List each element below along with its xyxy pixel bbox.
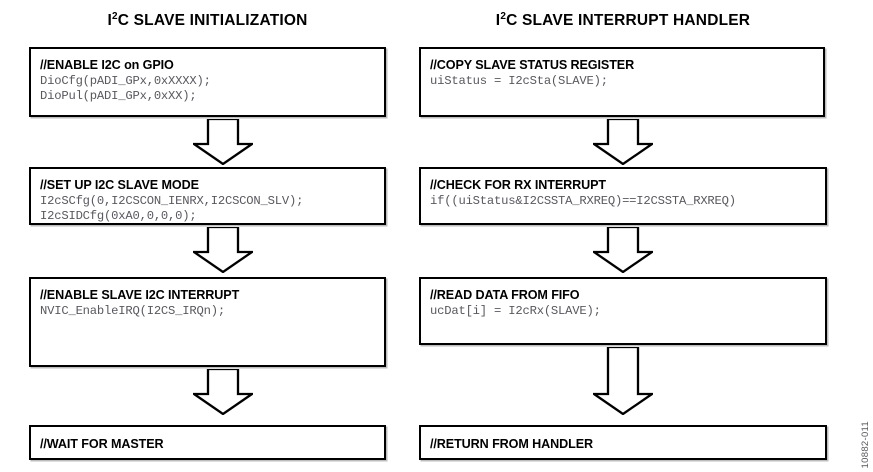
node-heading: //ENABLE SLAVE I2C INTERRUPT xyxy=(40,288,240,302)
node-code: if((uiStatus&I2CSSTA_RXREQ)==I2CSSTA_RXR… xyxy=(430,194,736,208)
node-heading: //SET UP I2C SLAVE MODE xyxy=(40,178,199,192)
node-enable-i2c-on-gpio: //ENABLE I2C on GPIO DioCfg(pADI_GPx,0xX… xyxy=(29,47,386,117)
arrow-down-left-2 xyxy=(193,227,253,273)
arrow-down-right-2 xyxy=(593,227,653,273)
node-code: uiStatus = I2cSta(SLAVE); xyxy=(430,74,608,88)
arrow-down-left-1 xyxy=(193,119,253,165)
node-heading: //COPY SLAVE STATUS REGISTER xyxy=(430,58,635,72)
arrow-down-right-1 xyxy=(593,119,653,165)
node-heading: //RETURN FROM HANDLER xyxy=(430,437,594,451)
node-check-for-rx-interrupt: //CHECK FOR RX INTERRUPT if((uiStatus&I2… xyxy=(419,167,827,225)
column-title-interrupt-handler: I2C SLAVE INTERRUPT HANDLER xyxy=(419,10,827,30)
node-code: ucDat[i] = I2cRx(SLAVE); xyxy=(430,304,601,318)
column-title-rest: C SLAVE INITIALIZATION xyxy=(117,12,308,29)
node-heading: //WAIT FOR MASTER xyxy=(40,437,164,451)
node-read-data-from-fifo: //READ DATA FROM FIFO ucDat[i] = I2cRx(S… xyxy=(419,277,827,345)
node-wait-for-master: //WAIT FOR MASTER xyxy=(29,425,386,460)
column-title-superscript: 2 xyxy=(111,10,118,22)
node-heading: //ENABLE I2C on GPIO xyxy=(40,58,174,72)
node-code: DioCfg(pADI_GPx,0xXXXX); DioPul(pADI_GPx… xyxy=(40,74,211,103)
node-return-from-handler: //RETURN FROM HANDLER xyxy=(419,425,827,460)
figure-id-label: 10882-011 xyxy=(860,420,871,468)
node-copy-slave-status-register: //COPY SLAVE STATUS REGISTER uiStatus = … xyxy=(419,47,825,117)
arrow-down-right-3 xyxy=(593,347,653,415)
node-code: NVIC_EnableIRQ(I2CS_IRQn); xyxy=(40,304,225,318)
column-title-rest: C SLAVE INTERRUPT HANDLER xyxy=(506,12,751,29)
column-title-superscript: 2 xyxy=(500,10,507,22)
node-heading: //READ DATA FROM FIFO xyxy=(430,288,580,302)
column-title-prefix: I xyxy=(107,12,112,29)
node-code: I2cSCfg(0,I2CSCON_IENRX,I2CSCON_SLV); I2… xyxy=(40,194,304,223)
node-enable-slave-i2c-interrupt: //ENABLE SLAVE I2C INTERRUPT NVIC_Enable… xyxy=(29,277,386,367)
arrow-down-left-3 xyxy=(193,369,253,415)
node-heading: //CHECK FOR RX INTERRUPT xyxy=(430,178,607,192)
column-title-initialization: I2C SLAVE INITIALIZATION xyxy=(29,10,386,30)
node-set-up-i2c-slave-mode: //SET UP I2C SLAVE MODE I2cSCfg(0,I2CSCO… xyxy=(29,167,386,225)
column-title-prefix: I xyxy=(495,12,501,29)
